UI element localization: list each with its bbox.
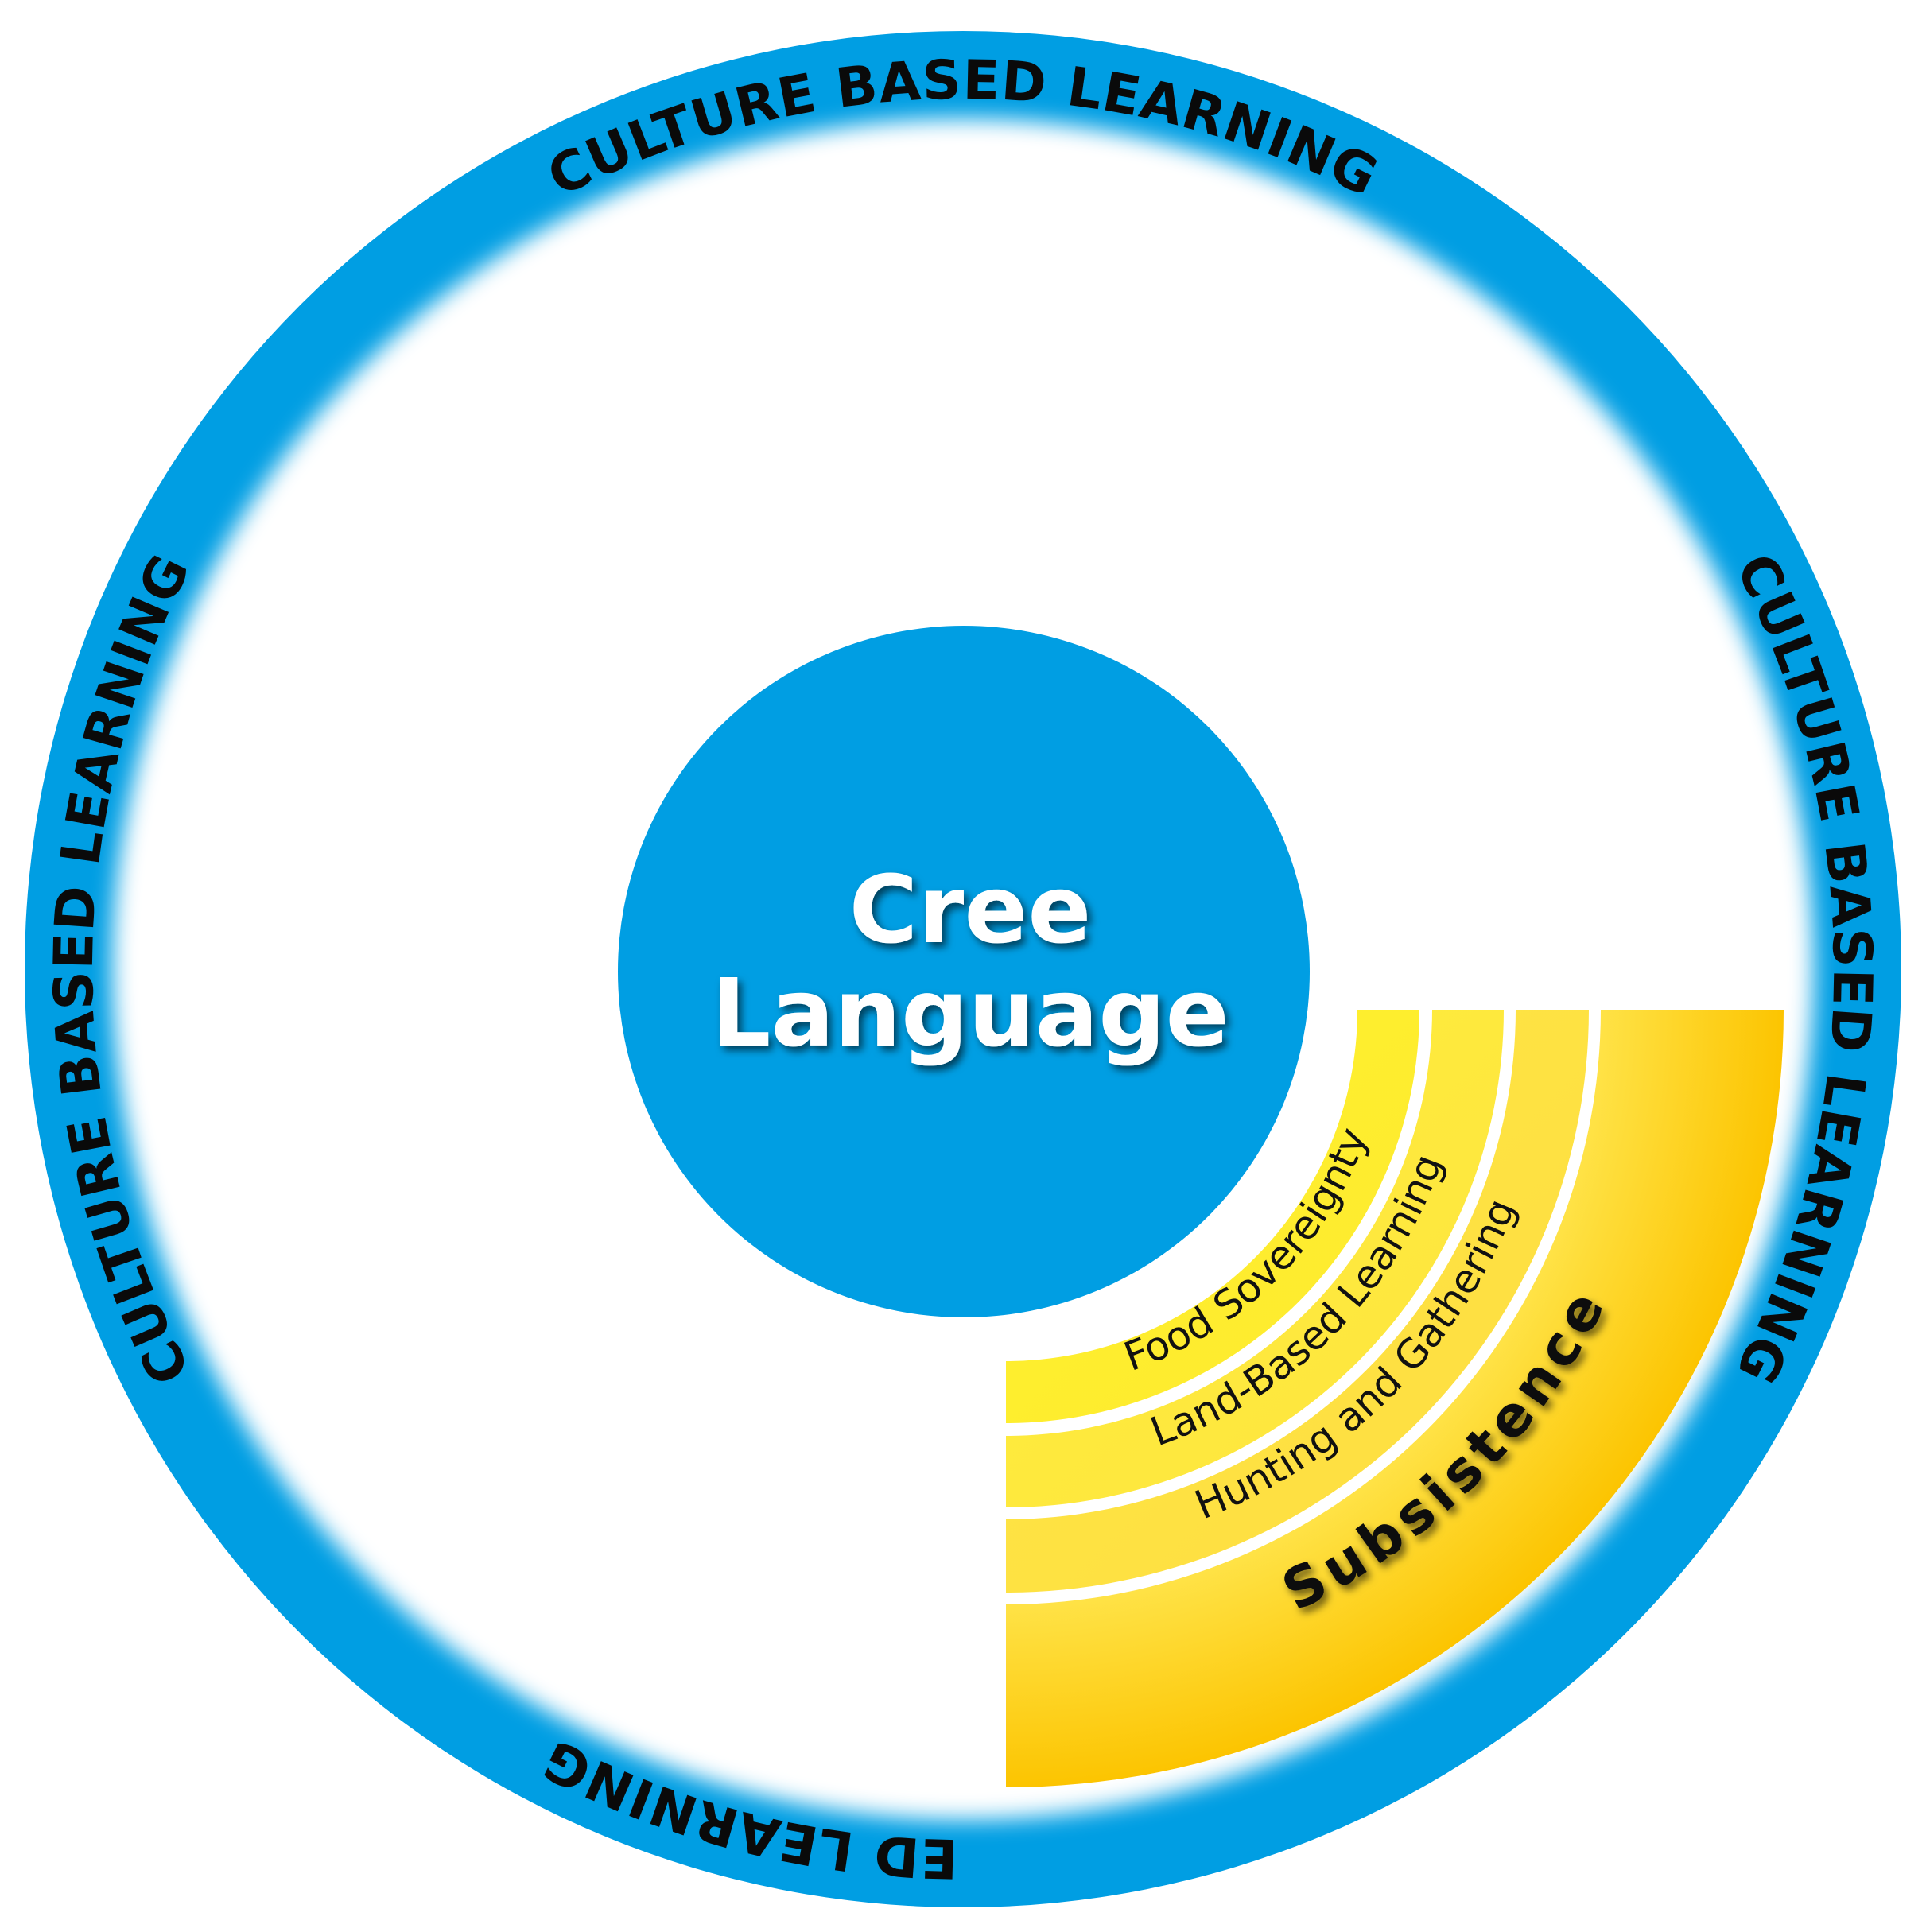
band-hunting-gathering — [1006, 1010, 1589, 1593]
center-circle: Cree Language — [618, 626, 1310, 1317]
band-subsistence — [1006, 1010, 1784, 1787]
center-title-line2: Language — [711, 958, 1229, 1068]
center-title-line1: Cree — [849, 855, 1092, 964]
band-food-sovereignty — [1006, 1010, 1419, 1423]
band-land-based-learning — [1006, 1010, 1504, 1507]
cree-language-circle — [618, 626, 1310, 1317]
